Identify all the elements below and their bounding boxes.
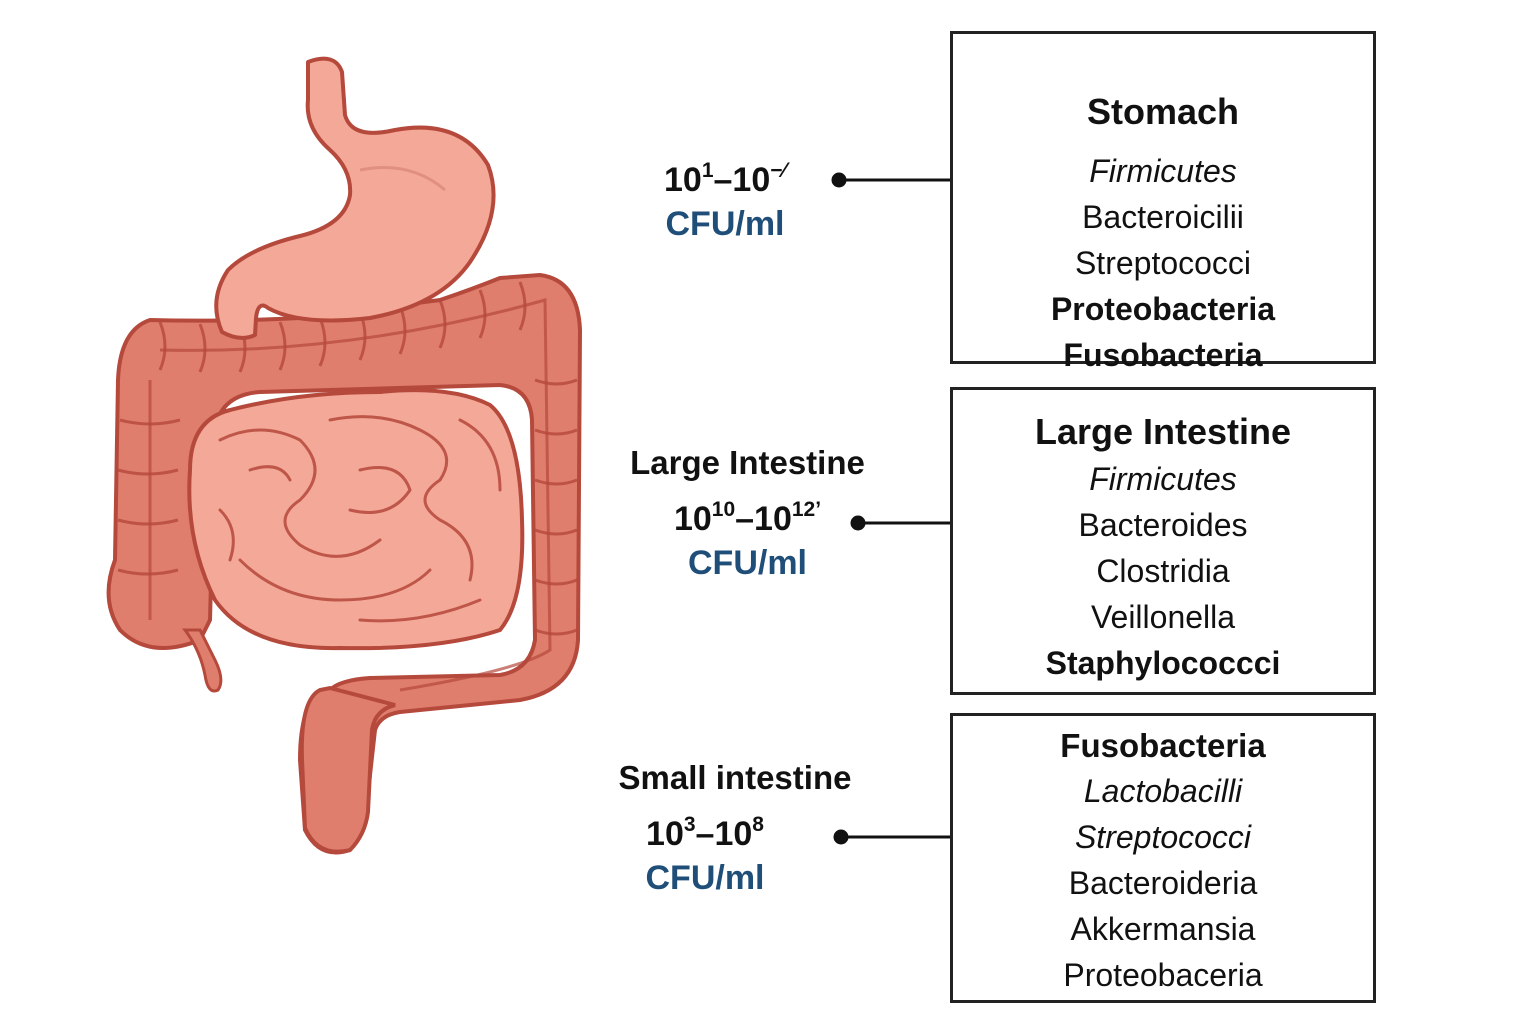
taxon-item: Firmicutes bbox=[1089, 461, 1237, 497]
large-intestine-cfu-unit: CFU/ml bbox=[688, 544, 807, 582]
small-intestine bbox=[187, 388, 525, 651]
stomach-organ bbox=[214, 56, 496, 340]
rectum bbox=[299, 685, 396, 854]
taxon-item: Bacteroides bbox=[1078, 507, 1248, 543]
connectors bbox=[831, 172, 952, 845]
stomach-shape bbox=[214, 56, 496, 340]
stomach-box-title: Stomach bbox=[1086, 91, 1240, 132]
small-intestine-box-title: Fusobacteria bbox=[1060, 727, 1266, 764]
stomach-cfu-range: 101–10−⁄ bbox=[663, 159, 787, 199]
large-intestine-cfu-range: 1010–1012’ bbox=[673, 498, 822, 538]
taxon-item: Fusobacteria bbox=[1063, 337, 1263, 373]
large-intestine-count-label: Large Intestine 1010–1012’ CFU/ml bbox=[600, 443, 895, 585]
taxon-item: Firmicutes bbox=[1089, 153, 1237, 189]
taxon-item: Bacteroideria bbox=[1068, 865, 1258, 901]
taxon-item: Lactobacilli bbox=[1083, 773, 1243, 809]
small-intestine-count-label: Small intestine 103–108 CFU/ml bbox=[580, 758, 890, 900]
taxon-item: Bacteroicilii bbox=[1082, 199, 1244, 235]
taenia-band bbox=[159, 298, 552, 692]
taxon-item: Staphylococcci bbox=[1045, 645, 1281, 681]
small-intestine-region-label: Small intestine bbox=[618, 759, 852, 796]
taxon-item: Akkermansia bbox=[1070, 911, 1256, 947]
taxon-item: Veillonella bbox=[1090, 599, 1236, 635]
taxon-item: Proteobaceria bbox=[1063, 957, 1263, 993]
taxon-item: Clostridia bbox=[1096, 553, 1230, 589]
stomach-cfu-unit: CFU/ml bbox=[665, 205, 785, 243]
small-intestine-cfu-range: 103–108 bbox=[646, 813, 764, 853]
large-intestine-box-title: Large Intestine bbox=[1034, 411, 1292, 452]
taxon-item: Proteobacteria bbox=[1050, 291, 1276, 327]
stomach-count-label: 101–10−⁄ CFU/ml bbox=[620, 158, 830, 246]
small-intestine-cfu-unit: CFU/ml bbox=[645, 859, 765, 897]
taxon-item: Streptococci bbox=[1074, 245, 1252, 281]
appendix bbox=[182, 628, 223, 693]
intestinal-loops bbox=[218, 428, 382, 558]
taxon-item: Streptococci bbox=[1074, 819, 1252, 855]
large-intestine-region-label: Large Intestine bbox=[630, 444, 865, 481]
